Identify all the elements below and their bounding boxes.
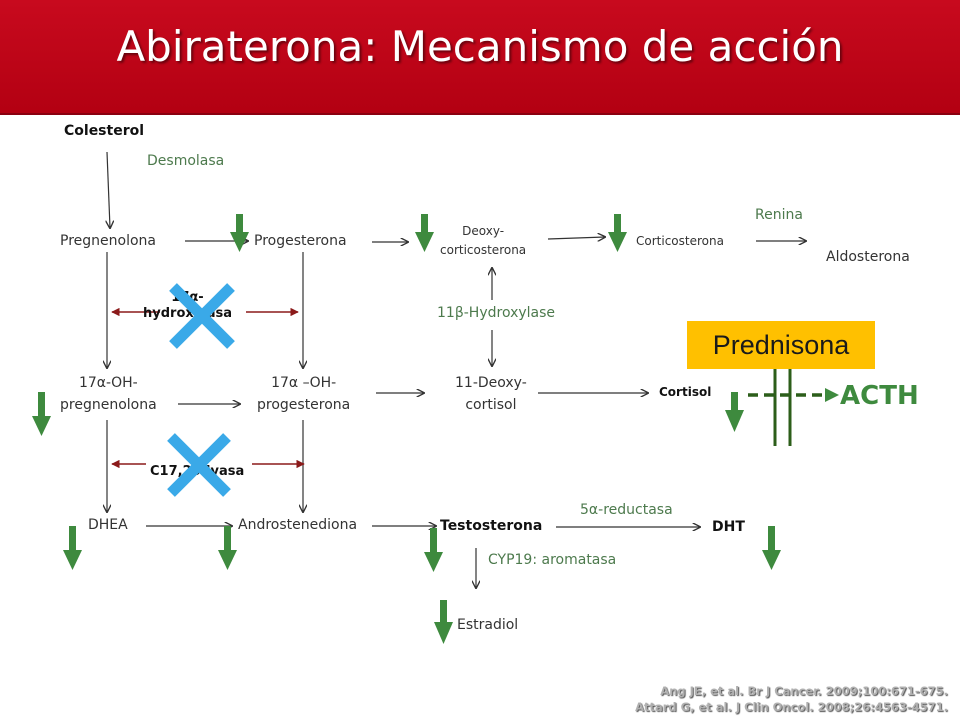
enzyme-renina: Renina — [755, 207, 803, 223]
enzyme-5a-reductasa: 5α-reductasa — [580, 502, 673, 518]
node-dht: DHT — [712, 519, 745, 535]
down-arrow-icon — [218, 526, 237, 570]
title-bar: Abiraterona: Mecanismo de acción — [0, 0, 960, 115]
node-colesterol: Colesterol — [64, 123, 145, 139]
down-arrow-icon — [762, 526, 781, 570]
node-testosterona: Testosterona — [440, 518, 543, 534]
reference-2: Attard G, et al. J Clin Oncol. 2008;26:4… — [635, 700, 948, 714]
arrow-deoxy-corticosterona — [547, 237, 605, 239]
down-arrow-icon — [434, 600, 453, 644]
node-17oh-progesterona: 17α –OH- progesterona — [257, 375, 351, 413]
down-arrow-icon — [608, 214, 627, 252]
node-corticosterona: Corticosterona — [636, 234, 724, 248]
node-androstenediona: Androstenediona — [238, 517, 358, 533]
prednisona-box: Prednisona — [687, 321, 875, 369]
node-11-deoxy-cortisol: 11-Deoxy- cortisol — [455, 375, 527, 413]
enzyme-cyp19-aromatasa: CYP19: aromatasa — [488, 552, 617, 568]
down-arrow-icon — [63, 526, 82, 570]
down-arrow-icon — [230, 214, 249, 252]
node-17oh-pregnenolona: 17α-OH- pregnenolona — [60, 375, 157, 413]
reference-1: Ang JE, et al. Br J Cancer. 2009;100:671… — [660, 684, 948, 698]
enzyme-11b-hydroxylase: 11β-Hydroxylase — [437, 305, 556, 321]
down-arrow-icon — [424, 528, 443, 572]
node-estradiol: Estradiol — [457, 617, 519, 633]
cross-icon — [169, 283, 235, 349]
down-arrow-icon — [415, 214, 434, 252]
node-pregnenolona: Pregnenolona — [60, 233, 156, 249]
prednisona-label: Prednisona — [712, 330, 850, 360]
arrow-colesterol-pregnenolona — [107, 151, 110, 228]
acth-label: ACTH — [840, 381, 919, 411]
down-arrow-icon — [725, 392, 744, 432]
node-aldosterona: Aldosterona — [826, 249, 910, 265]
node-cortisol: Cortisol — [659, 385, 712, 399]
references: Ang JE, et al. Br J Cancer. 2009;100:671… — [635, 683, 948, 715]
enzyme-desmolasa: Desmolasa — [147, 153, 225, 169]
node-progesterona: Progesterona — [254, 233, 347, 249]
slide-title: Abiraterona: Mecanismo de acción — [116, 22, 844, 71]
down-arrow-icon — [32, 392, 51, 436]
cross-icon — [167, 433, 231, 497]
node-deoxy-corticosterona: Deoxy- corticosterona — [440, 224, 527, 257]
node-dhea: DHEA — [88, 517, 128, 533]
